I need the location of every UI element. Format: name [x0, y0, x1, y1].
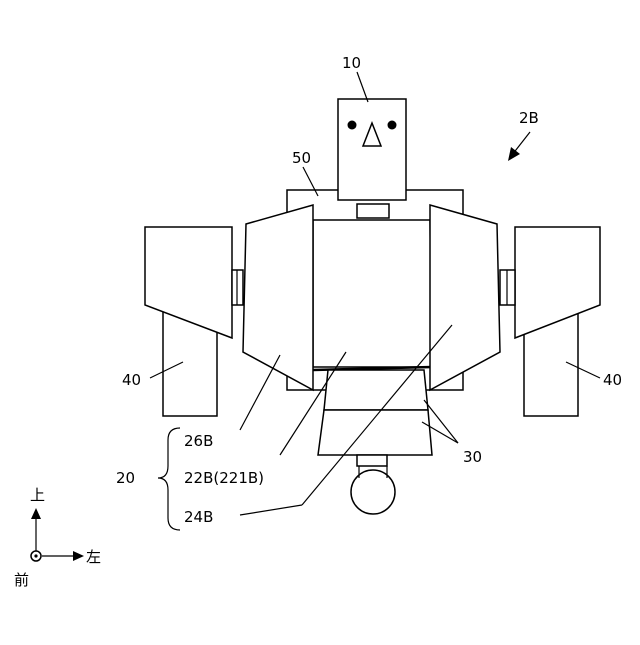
- label-24B: 24B: [184, 508, 213, 526]
- leader-24B-b: [301, 324, 453, 506]
- leader-26B: [239, 354, 281, 431]
- brace-20: [157, 427, 181, 531]
- neck: [356, 203, 390, 219]
- axis-front-dot: [34, 554, 38, 558]
- ball-wheel: [350, 469, 396, 515]
- label-40-left: 40: [122, 371, 141, 389]
- right-eye: [387, 120, 397, 130]
- label-22B: 22B(221B): [184, 469, 264, 487]
- axis-front-label: 前: [14, 571, 29, 589]
- left-shoulder-cover-26B: [242, 204, 314, 392]
- right-arm-40-upper: [514, 226, 601, 340]
- nose: [361, 120, 383, 147]
- axis-left-label: 左: [86, 548, 101, 566]
- label-40-right: 40: [603, 371, 622, 389]
- left-eye: [347, 120, 357, 130]
- left-arm-40-upper: [144, 226, 233, 340]
- label-10: 10: [342, 54, 361, 72]
- axis-up-label: 上: [30, 486, 45, 504]
- leader-40-right: [565, 361, 601, 379]
- leader-10: [356, 71, 369, 103]
- leader-40-left: [149, 361, 184, 379]
- label-30: 30: [463, 448, 482, 466]
- label-2B: 2B: [519, 109, 539, 127]
- leader-24B-a: [239, 504, 303, 516]
- label-26B: 26B: [184, 432, 213, 450]
- hip-30: [317, 409, 433, 456]
- leader-30-a: [423, 399, 459, 444]
- leader-22B: [279, 351, 347, 456]
- leg-joint: [356, 454, 388, 467]
- torso-22B: [312, 219, 433, 368]
- waist-30: [323, 369, 429, 411]
- leader-30-b: [421, 421, 459, 444]
- right-shoulder-cover-24B: [429, 204, 501, 392]
- axis-left-arrow: [73, 551, 84, 561]
- leader-50: [302, 166, 319, 197]
- label-20: 20: [116, 469, 135, 487]
- axis-up-arrow: [31, 508, 41, 519]
- head-10: [337, 98, 407, 201]
- label-50: 50: [292, 149, 311, 167]
- arrow-2B-head: [508, 147, 520, 161]
